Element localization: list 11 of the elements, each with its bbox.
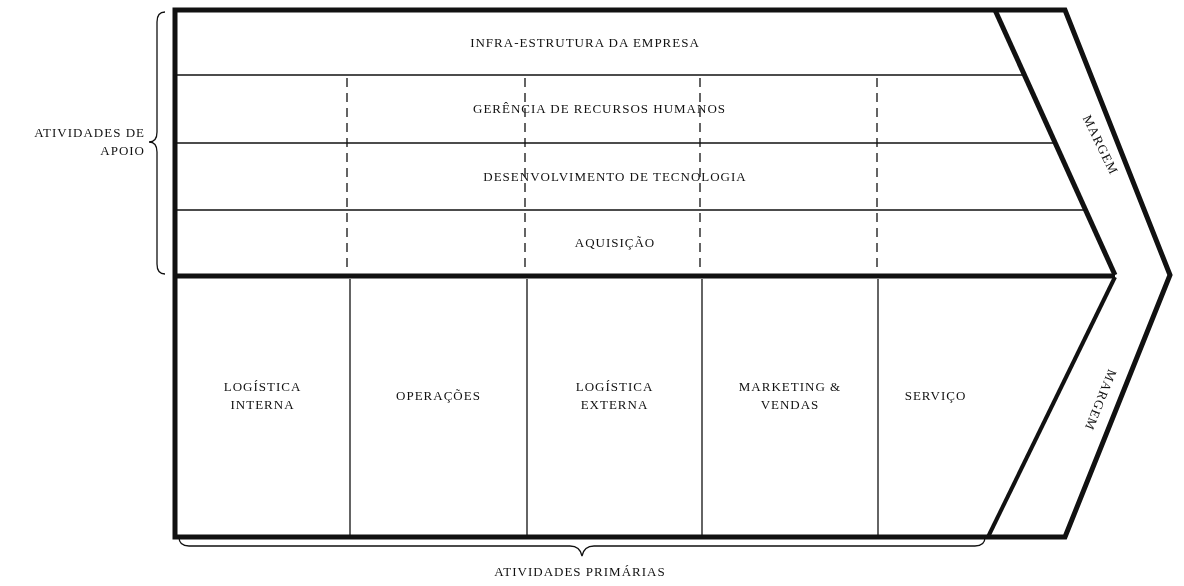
group-label: ATIVIDADES DE APOIO [33, 124, 145, 160]
activity-label: GERÊNCIA DE RECURSOS HUMANOS [473, 100, 726, 118]
activity-label: AQUISIÇÃO [574, 233, 656, 252]
activity-label: SERVIÇO [904, 386, 967, 405]
activity-label: LOGÍSTICA EXTERNA [574, 377, 655, 414]
group-label: ATIVIDADES PRIMÁRIAS [493, 563, 667, 581]
activity-label: LOGÍSTICA INTERNA [222, 377, 303, 414]
activity-label: OPERAÇÕES [396, 386, 481, 405]
activity-label: MARKETING & VENDAS [737, 377, 843, 414]
activity-label: INFRA-ESTRUTURA DA EMPRESA [470, 33, 700, 52]
activity-label: DESENVOLVIMENTO DE TECNOLOGIA [483, 167, 747, 186]
